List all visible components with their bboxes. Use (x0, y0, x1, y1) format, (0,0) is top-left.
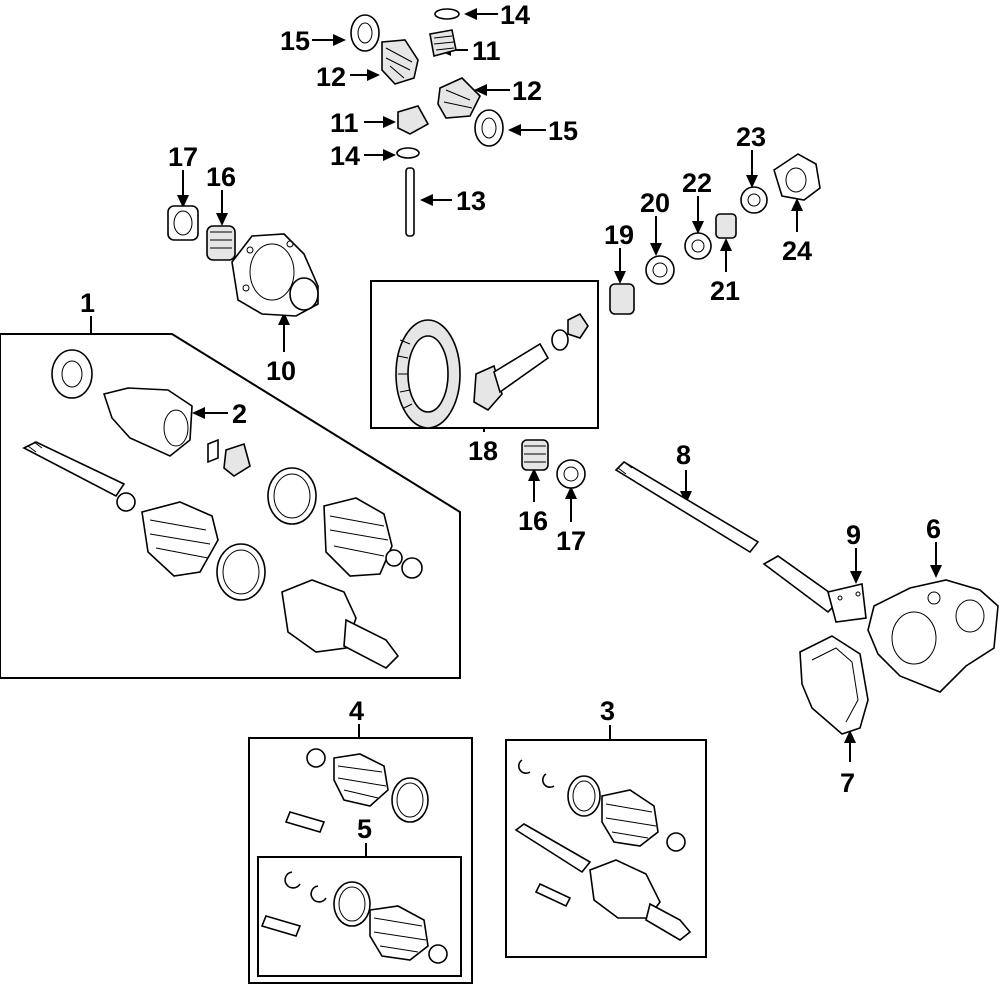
callout-7: 7 (840, 768, 855, 798)
group-1-frame (0, 333, 461, 679)
callout-15-right: 15 (548, 116, 578, 146)
callout-19: 19 (604, 220, 634, 250)
shaft-bracket (762, 555, 867, 623)
callout-1: 1 (80, 288, 95, 318)
callout-21: 21 (710, 276, 740, 306)
callout-12-left: 12 (316, 62, 346, 92)
callout-18: 18 (468, 436, 498, 466)
callout-2: 2 (232, 399, 247, 429)
pinion-gear-set (350, 8, 504, 237)
callout-14-middle: 14 (330, 141, 360, 171)
differential-case (231, 233, 319, 317)
pinion-bearing-stack (609, 153, 821, 315)
leader-lines (90, 8, 942, 857)
callout-24: 24 (782, 236, 812, 266)
group-3-frame (505, 739, 707, 958)
intermediate-shaft (614, 460, 760, 554)
callout-5: 5 (357, 814, 372, 844)
group-4-parts (284, 748, 429, 833)
callout-labels: 1 2 3 4 5 6 7 8 9 10 11 11 12 12 13 14 1… (80, 0, 941, 844)
callout-3: 3 (600, 696, 615, 726)
differential-cover (799, 635, 869, 735)
ring-and-pinion-gear (395, 312, 589, 429)
callout-16-lower: 16 (518, 506, 548, 536)
callout-16-upper: 16 (206, 162, 236, 192)
callout-8: 8 (676, 440, 691, 470)
group-5-frame (257, 856, 462, 977)
callout-10: 10 (266, 356, 296, 386)
right-carrier-bearing (521, 439, 586, 489)
callout-4: 4 (349, 696, 364, 726)
callout-14-top: 14 (500, 0, 530, 30)
left-carrier-bearing (167, 205, 236, 261)
callout-17-upper: 17 (168, 142, 198, 172)
callout-9: 9 (846, 520, 861, 550)
callout-22: 22 (682, 168, 712, 198)
callout-15-left: 15 (280, 26, 310, 56)
callout-13: 13 (456, 186, 486, 216)
callout-12-right: 12 (512, 76, 542, 106)
callout-11-middle: 11 (330, 108, 359, 138)
callout-11-top: 11 (472, 36, 501, 66)
callout-23: 23 (736, 122, 766, 152)
group-4-frame (248, 737, 473, 984)
group-1-parts (22, 349, 423, 669)
callout-17-lower: 17 (556, 526, 586, 556)
differential-housing (867, 579, 999, 693)
group-5-parts (260, 871, 448, 964)
group-3-parts (514, 759, 692, 941)
callout-6: 6 (926, 514, 941, 544)
callout-20: 20 (640, 188, 670, 218)
